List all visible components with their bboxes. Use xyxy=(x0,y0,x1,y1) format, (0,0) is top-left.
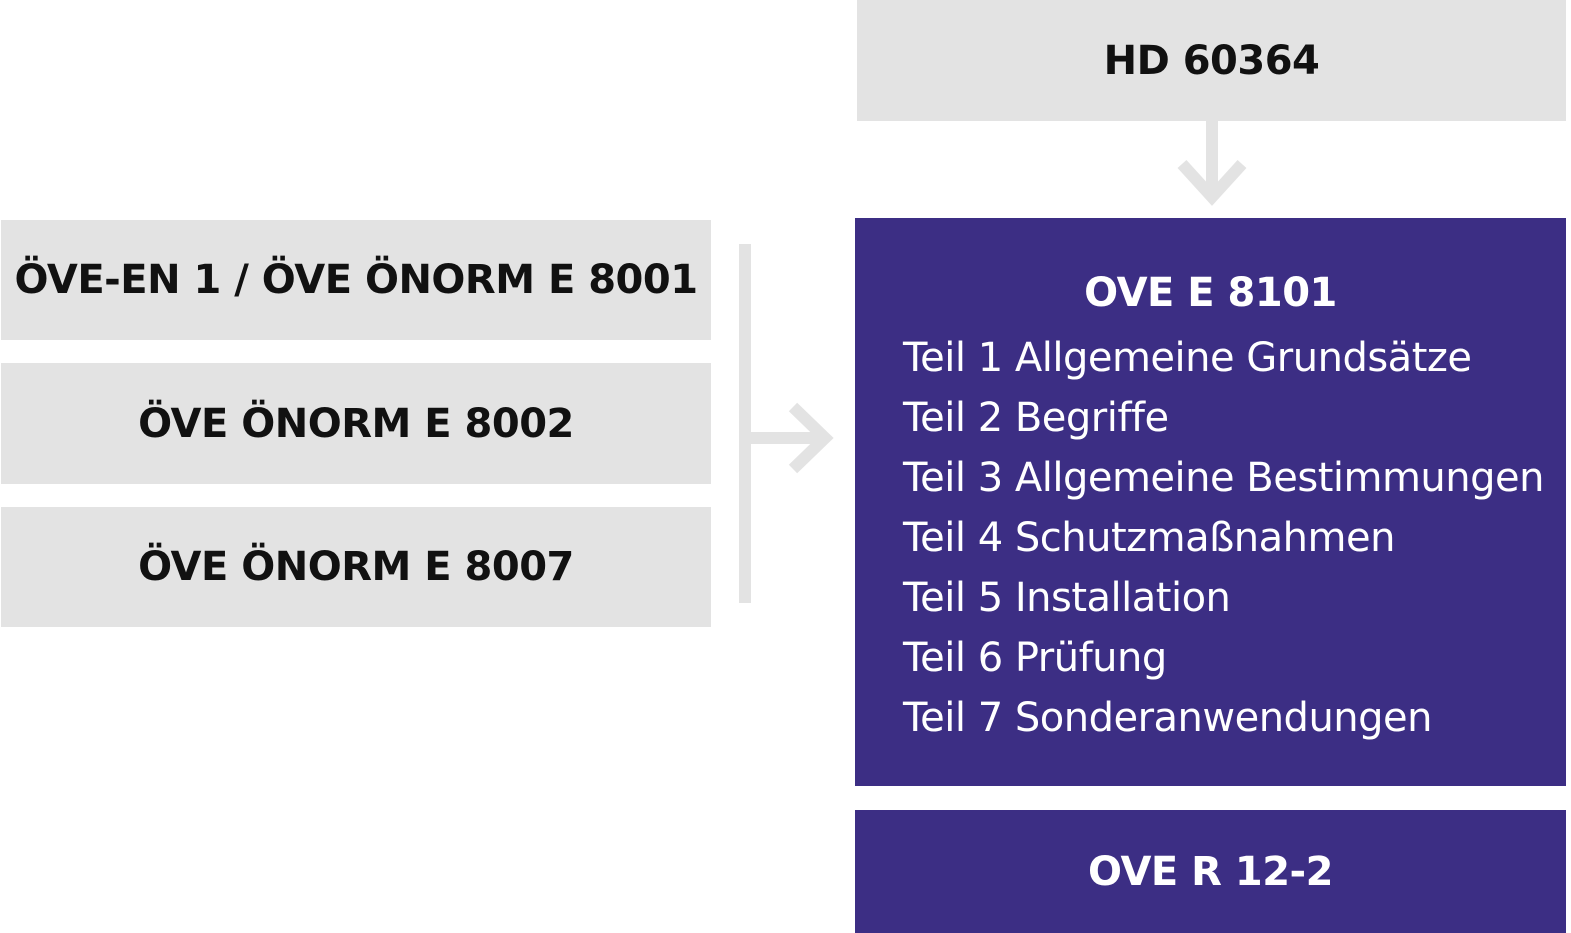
part-item: Teil 1 Allgemeine Grundsätze xyxy=(903,335,1472,381)
ove-r12-2-label: OVE R 12-2 xyxy=(1088,848,1333,895)
bracket-line xyxy=(739,244,751,603)
oeve-e8002-label: ÖVE ÖNORM E 8002 xyxy=(138,400,574,447)
part-item: Teil 7 Sonderanwendungen xyxy=(903,695,1432,741)
hd-60364-box: HD 60364 xyxy=(857,0,1566,121)
right-arrow-shaft xyxy=(745,432,825,444)
part-item: Teil 4 Schutzmaßnahmen xyxy=(903,515,1395,561)
ove-e8101-box: OVE E 8101 Teil 1 Allgemeine Grundsätze … xyxy=(855,218,1566,786)
down-arrow-head xyxy=(1177,159,1247,206)
oeve-en1-label: ÖVE-EN 1 / ÖVE ÖNORM E 8001 xyxy=(14,257,698,303)
part-item: Teil 5 Installation xyxy=(903,575,1231,621)
part-item: Teil 2 Begriffe xyxy=(903,395,1169,441)
part-item: Teil 3 Allgemeine Bestimmungen xyxy=(903,455,1544,501)
oeve-e8002-box: ÖVE ÖNORM E 8002 xyxy=(1,363,711,484)
oeve-e8007-label: ÖVE ÖNORM E 8007 xyxy=(138,544,574,590)
part-item: Teil 6 Prüfung xyxy=(903,635,1167,681)
down-arrow-shaft xyxy=(1206,121,1218,197)
ove-r12-2-box: OVE R 12-2 xyxy=(855,810,1566,933)
oeve-en1-box: ÖVE-EN 1 / ÖVE ÖNORM E 8001 xyxy=(1,220,711,340)
right-arrow-head xyxy=(788,402,834,474)
ove-e8101-parts-list: Teil 1 Allgemeine Grundsätze Teil 2 Begr… xyxy=(903,328,1544,748)
hd-60364-label: HD 60364 xyxy=(1103,37,1320,84)
ove-e8101-title: OVE E 8101 xyxy=(1084,270,1337,316)
oeve-e8007-box: ÖVE ÖNORM E 8007 xyxy=(1,507,711,627)
